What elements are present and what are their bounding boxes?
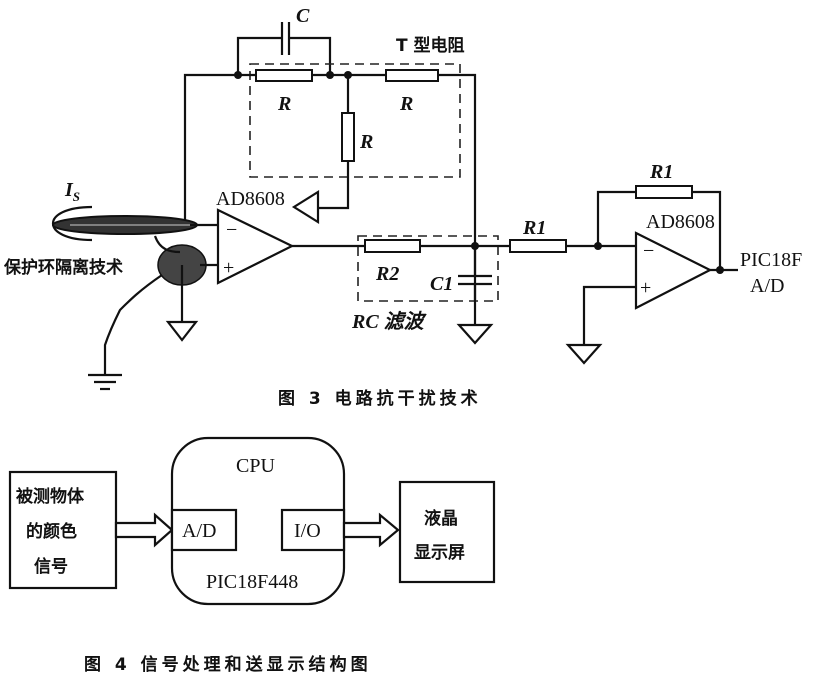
input-signal-line-1: 被测物体 — [16, 486, 85, 507]
resistor-r1-series-label: R1 — [522, 217, 546, 239]
resistor-r-top-right — [385, 69, 439, 82]
opamp-1-minus: − — [226, 219, 237, 241]
resistor-r-top-left — [255, 69, 313, 82]
figure-3-circuit: C T 型电阻 R R R IS — [3, 5, 802, 409]
cpu-title: CPU — [236, 455, 275, 477]
opamp-2-minus: − — [643, 240, 654, 262]
figure-4-caption: 图 4 信号处理和送显示结构图 — [84, 654, 372, 675]
resistor-r1-feedback-label: R1 — [649, 161, 673, 183]
junction-node — [234, 71, 242, 79]
ad-port-label: A/D — [182, 520, 216, 542]
output-label-pic18f: PIC18F — [740, 249, 802, 271]
lcd-display-line-2: 显示屏 — [414, 543, 465, 563]
io-port-block — [280, 508, 346, 552]
earth-ground-symbol — [88, 373, 122, 391]
resistor-r-top-left-label: R — [277, 93, 291, 115]
ground-symbol — [565, 343, 603, 365]
opamp-2 — [634, 231, 713, 310]
lcd-display-line-1: 液晶 — [424, 508, 458, 529]
ground-symbol — [165, 320, 199, 342]
input-signal-block — [8, 470, 118, 590]
resistor-r-vertical-label: R — [359, 131, 373, 153]
arrow-to-ad-icon — [114, 512, 174, 548]
guard-ring-label: 保护环隔离技术 — [3, 257, 123, 278]
resistor-r-vertical — [341, 112, 355, 162]
input-signal-line-2: 的颜色 — [26, 521, 77, 542]
resistor-r1-feedback — [635, 185, 693, 199]
rc-filter-label: RC 滤波 — [351, 310, 428, 333]
arrow-to-display-icon — [342, 512, 400, 548]
resistor-r1-series — [509, 239, 567, 253]
figure-4-block-diagram: 被测物体 的颜色 信号 CPU PIC18F448 A/D I/O 液晶 显示屏… — [8, 436, 496, 675]
opamp-1-plus: + — [223, 257, 234, 279]
opamp-2-plus: + — [640, 277, 651, 299]
current-source-label: IS — [64, 179, 80, 204]
capacitor-c: C — [236, 5, 332, 75]
output-label-ad: A/D — [750, 275, 784, 297]
rc-filter-box — [357, 235, 499, 302]
ground-symbol — [456, 323, 494, 345]
resistor-r2 — [364, 239, 421, 253]
lcd-display-block — [398, 480, 496, 584]
io-port-label: I/O — [294, 520, 321, 542]
junction-node — [716, 266, 724, 274]
capacitor-c-label: C — [296, 5, 310, 27]
t-network-box — [249, 63, 461, 178]
cpu-model: PIC18F448 — [206, 571, 298, 593]
resistor-r-top-right-label: R — [399, 93, 413, 115]
ground-symbol — [291, 190, 320, 224]
opamp-1-label: AD8608 — [216, 188, 285, 210]
t-network-title: T 型电阻 — [396, 35, 465, 56]
resistor-r2-label: R2 — [375, 263, 399, 285]
opamp-2-label: AD8608 — [646, 211, 715, 233]
capacitor-c1-label: C1 — [430, 273, 453, 295]
junction-node — [326, 71, 334, 79]
figure-3-caption: 图 3 电路抗干扰技术 — [278, 388, 482, 409]
opamp-1 — [216, 208, 295, 285]
input-signal-line-3: 信号 — [34, 556, 68, 577]
ad-port-block — [170, 508, 238, 552]
